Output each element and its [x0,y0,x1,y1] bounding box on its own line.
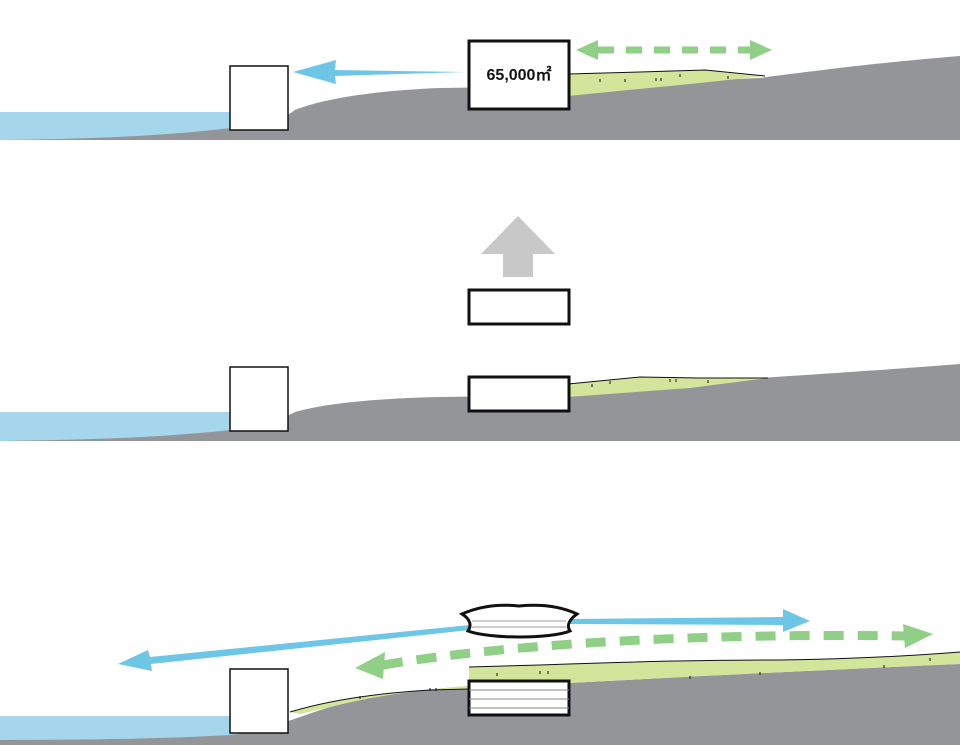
up-arrow-icon [481,216,555,277]
base-building [467,375,571,413]
shore-building [229,65,289,131]
grass-ticks [359,658,931,699]
large-building [467,39,571,111]
water-body [0,112,235,140]
grass-ticks [591,379,709,387]
terrain-line [567,69,766,77]
building-area-label: 65,000㎡ [487,65,552,84]
green-landscape [290,652,960,714]
floating-canopy [458,603,580,639]
double-dashed-arrow-icon [576,40,772,60]
flow-arrow-icon [118,625,470,671]
flow-arrow-icon [570,609,810,632]
double-dashed-arrow-icon [355,624,933,679]
flow-arrow-icon [293,60,465,84]
green-landscape [568,377,768,397]
panel-existing: 65,000㎡ [0,39,960,140]
lifted-building [467,288,571,326]
embedded-building [467,679,571,717]
grass-ticks [599,74,729,82]
green-landscape [568,70,765,96]
shore-building [229,668,289,734]
shore-building [229,366,289,432]
water-body [0,412,235,441]
terrain-line [289,651,960,713]
terrain-line [567,376,768,385]
panel-proposed [0,603,960,745]
panel-lifted [0,216,960,441]
